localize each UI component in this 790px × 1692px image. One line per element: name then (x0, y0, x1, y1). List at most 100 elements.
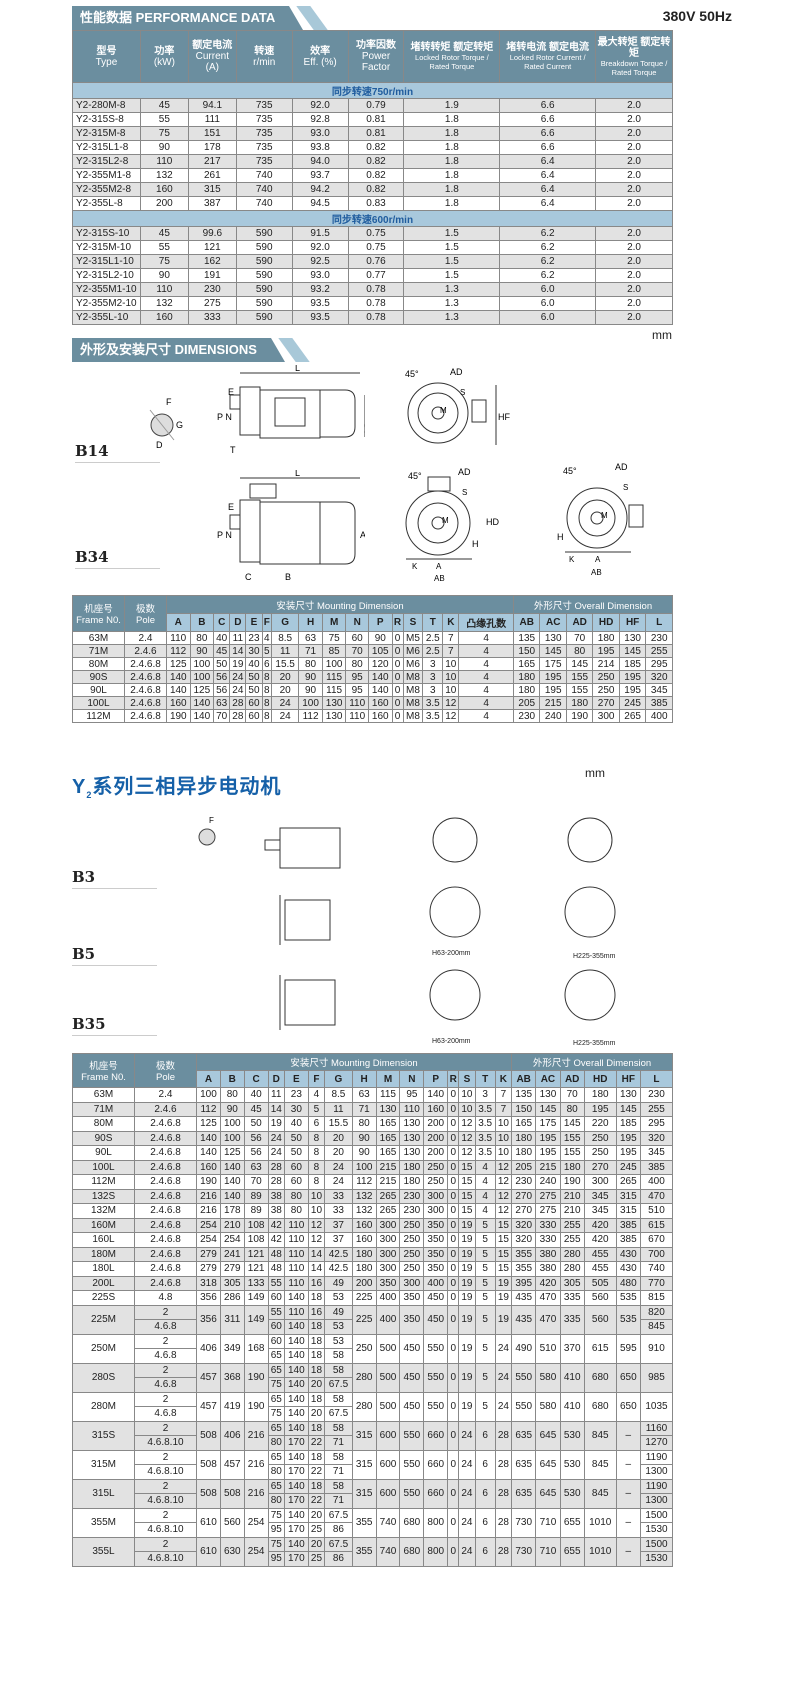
performance-section-title: 性能数据 PERFORMANCE DATA (72, 6, 290, 30)
svg-text:H: H (472, 539, 479, 549)
svg-text:AB: AB (434, 574, 445, 583)
dimension-col-header: HD (592, 613, 620, 632)
svg-text:M: M (440, 406, 447, 415)
dimension-col-header: C (243, 1070, 269, 1088)
caption-h63-200-b35: H63-200mm (432, 1038, 471, 1045)
dimension-col-header: P (423, 1070, 449, 1088)
dimension-col-header: G (324, 1070, 353, 1088)
dimension-col-header: HF (615, 1070, 641, 1088)
dimension-col-header: HD (583, 1070, 617, 1088)
dimension-col-header: AD (565, 613, 594, 632)
dimensions-section-header: 外形及安装尺寸 DIMENSIONS (72, 338, 310, 362)
dimension-col-header: L (645, 613, 673, 632)
svg-text:45°: 45° (563, 466, 577, 476)
b34-front-view-diagram: 45° AD S M HD H K A AB (405, 467, 499, 583)
b34-front-view-terminal-side-diagram: 45° AD S M H K A AB (557, 462, 644, 577)
mounting-dimension-header: 安装尺寸 Mounting Dimension (166, 595, 514, 614)
mounting-dimension-header: 安装尺寸 Mounting Dimension (195, 1053, 513, 1071)
svg-text:D: D (156, 440, 163, 450)
dimension-col-header: D (267, 1070, 285, 1088)
overall-dimension-header: 外形尺寸 Overall Dimension (511, 1053, 673, 1071)
dimension-col-header: AC (535, 1070, 561, 1088)
svg-text:HF: HF (498, 412, 510, 422)
dimension-col-header: M (375, 1070, 401, 1088)
dimension-col-header: N (399, 1070, 425, 1088)
dimension-col-header: AD (559, 1070, 585, 1088)
y2-series-title: Y2系列三相异步电动机 (72, 776, 282, 800)
svg-text:S: S (623, 483, 628, 492)
dimension-col-header: T (422, 613, 444, 632)
svg-text:E: E (228, 502, 234, 512)
mount-label-b14: B14 (75, 442, 159, 463)
svg-text:AC: AC (363, 422, 365, 435)
dimension-col-header: H (298, 613, 323, 632)
svg-text:AC: AC (360, 530, 365, 540)
b14-side-view-diagram: L AC P N E T (217, 365, 365, 455)
dimension-col-header: C (213, 613, 231, 632)
dimension-col-header: AB (512, 613, 541, 632)
svg-text:A: A (436, 562, 442, 571)
dimension-col-header: F (307, 1070, 326, 1088)
dimension-col-header: S (402, 613, 424, 632)
svg-text:HD: HD (486, 517, 499, 527)
dimension-col-header: D (229, 613, 247, 632)
svg-text:45°: 45° (408, 471, 422, 481)
svg-text:P N: P N (217, 412, 232, 422)
svg-text:AB: AB (591, 568, 602, 577)
y2-unit: mm (585, 766, 605, 780)
svg-text:C: C (245, 572, 252, 582)
caption-h63-200-b5: H63-200mm (432, 950, 471, 957)
svg-text:S: S (462, 488, 467, 497)
dimension-col-header: K (494, 1070, 513, 1088)
mount-label-b35: B35 (72, 1015, 156, 1036)
performance-section-header: 性能数据 PERFORMANCE DATA (72, 6, 328, 30)
dimension-col-header: 凸缘孔数 (458, 613, 514, 632)
dimension-col-header: B (219, 1070, 245, 1088)
dimension-col-header: A (196, 1070, 221, 1088)
svg-text:T: T (230, 445, 236, 455)
svg-text:L: L (295, 365, 300, 373)
speed-group-row: 同步转速750r/min (72, 82, 673, 99)
dimension-col-header: T (474, 1070, 496, 1088)
svg-text:AD: AD (450, 367, 463, 377)
dimension-col-header: E (245, 613, 263, 632)
dimension-col-header: S (458, 1070, 476, 1088)
svg-text:K: K (569, 555, 575, 564)
dimension-col-header: H (351, 1070, 377, 1088)
